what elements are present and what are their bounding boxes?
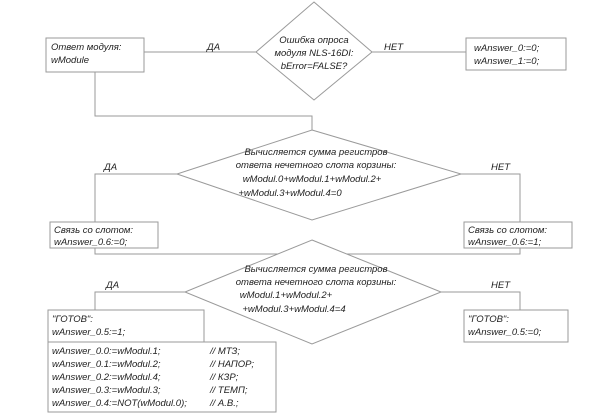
box-text-line: Ответ модуля:: [51, 42, 122, 53]
decision-text-line: wModul.1+wModul.2+: [240, 290, 333, 301]
decision-error-check: Ошибка опроса модуля NLS-16DI: bError=FA…: [255, 1, 373, 101]
branch-label-yes: ДА: [105, 280, 119, 291]
box-text-line: wModule: [51, 55, 89, 66]
process-box: [47, 309, 205, 343]
process-box: [465, 37, 567, 71]
assignment-code: wAnswer_0.1:=wModul.2;: [52, 359, 161, 370]
assignment-comment: // А.В.;: [209, 398, 239, 409]
assignment-code: wAnswer_0.2:=wModul.4;: [52, 372, 161, 383]
branch-label-yes: ДА: [103, 162, 117, 173]
decision-text-line: +wModul.3+wModul.4=0: [238, 188, 342, 199]
decision-text-line: wModul.0+wModul.1+wModul.2+: [243, 174, 382, 185]
box-assignments: wAnswer_0.0:=wModul.1; // МТЗ; wAnswer_0…: [47, 341, 277, 413]
process-box: [47, 341, 277, 413]
decision-text-line: +wModul.3+wModul.4=4: [242, 304, 345, 315]
connector-module-to-d2: [94, 72, 313, 130]
connector-d3-yes: [94, 291, 185, 310]
assignment-code: wAnswer_0.0:=wModul.1;: [52, 346, 161, 357]
process-box: [49, 221, 159, 249]
box-ready-left: "ГОТОВ": wAnswer_0.5:=1;: [47, 309, 205, 343]
box-slot-connected-left: Связь со слотом: wAnswer_0.6:=0;: [49, 221, 159, 249]
box-text-line: wAnswer_0.6:=1;: [468, 237, 541, 248]
process-box: [463, 309, 569, 343]
connector-slot-right-to-d3: [312, 248, 521, 255]
box-text-line: wAnswer_0.6:=0;: [54, 237, 127, 248]
connector-d3-no: [441, 291, 521, 310]
branch-label-no: НЕТ: [491, 162, 511, 173]
decision-text-line: ответа нечетного слота корзины:: [236, 160, 397, 171]
connector-d2-no: [461, 173, 521, 222]
box-text-line: wAnswer_0:=0;: [474, 43, 540, 54]
decision-sum-four: Вычисляется сумма регистров ответа нечет…: [183, 239, 443, 345]
box-text-line: wAnswer_0.5:=1;: [52, 327, 125, 338]
box-ready-right: "ГОТОВ": wAnswer_0.5:=0;: [463, 309, 569, 343]
decision-text-line: модуля NLS-16DI:: [274, 48, 353, 59]
assignment-comment: // МТЗ;: [209, 346, 240, 357]
assignment-comment: // ТЕМП;: [209, 385, 248, 396]
decision-sum-zero: Вычисляется сумма регистров ответа нечет…: [175, 129, 463, 221]
box-text-line: Связь со слотом:: [468, 225, 547, 236]
box-text-line: wAnswer_0.5:=0;: [468, 327, 541, 338]
connector-slot-left-to-d3: [94, 248, 312, 255]
box-text-line: "ГОТОВ":: [468, 314, 509, 325]
box-text-line: wAnswer_1:=0;: [474, 56, 540, 67]
decision-text-line: bError=FALSE?: [281, 61, 348, 72]
box-answer-reset: wAnswer_0:=0; wAnswer_1:=0;: [465, 37, 567, 71]
decision-text-line: Ошибка опроса: [279, 35, 348, 46]
connector-d2-yes: [94, 173, 177, 222]
box-text-line: "ГОТОВ":: [52, 314, 93, 325]
branch-label-no: НЕТ: [384, 42, 404, 53]
assignment-code: wAnswer_0.3:=wModul.3;: [52, 385, 161, 396]
assignment-comment: // НАПОР;: [209, 359, 254, 370]
process-box: [463, 221, 573, 249]
branch-label-no: НЕТ: [491, 280, 511, 291]
assignment-code: wAnswer_0.4:=NOT(wModul.0);: [52, 398, 187, 409]
box-text-line: Связь со слотом:: [54, 225, 133, 236]
assignment-comment: // КЗР;: [209, 372, 239, 383]
decision-diamond: [183, 239, 443, 345]
decision-text-line: Вычисляется сумма регистров: [244, 264, 387, 275]
decision-diamond: [255, 1, 373, 101]
process-box: [45, 37, 145, 73]
box-slot-connected-right: Связь со слотом: wAnswer_0.6:=1;: [463, 221, 573, 249]
decision-text-line: ответа нечетного слота корзины:: [236, 277, 397, 288]
decision-text-line: Вычисляется сумма регистров: [244, 147, 387, 158]
decision-diamond: [175, 129, 463, 221]
box-module-answer: Ответ модуля: wModule: [45, 37, 145, 73]
branch-label-yes: ДА: [206, 42, 220, 53]
connector-lines: [94, 51, 521, 310]
